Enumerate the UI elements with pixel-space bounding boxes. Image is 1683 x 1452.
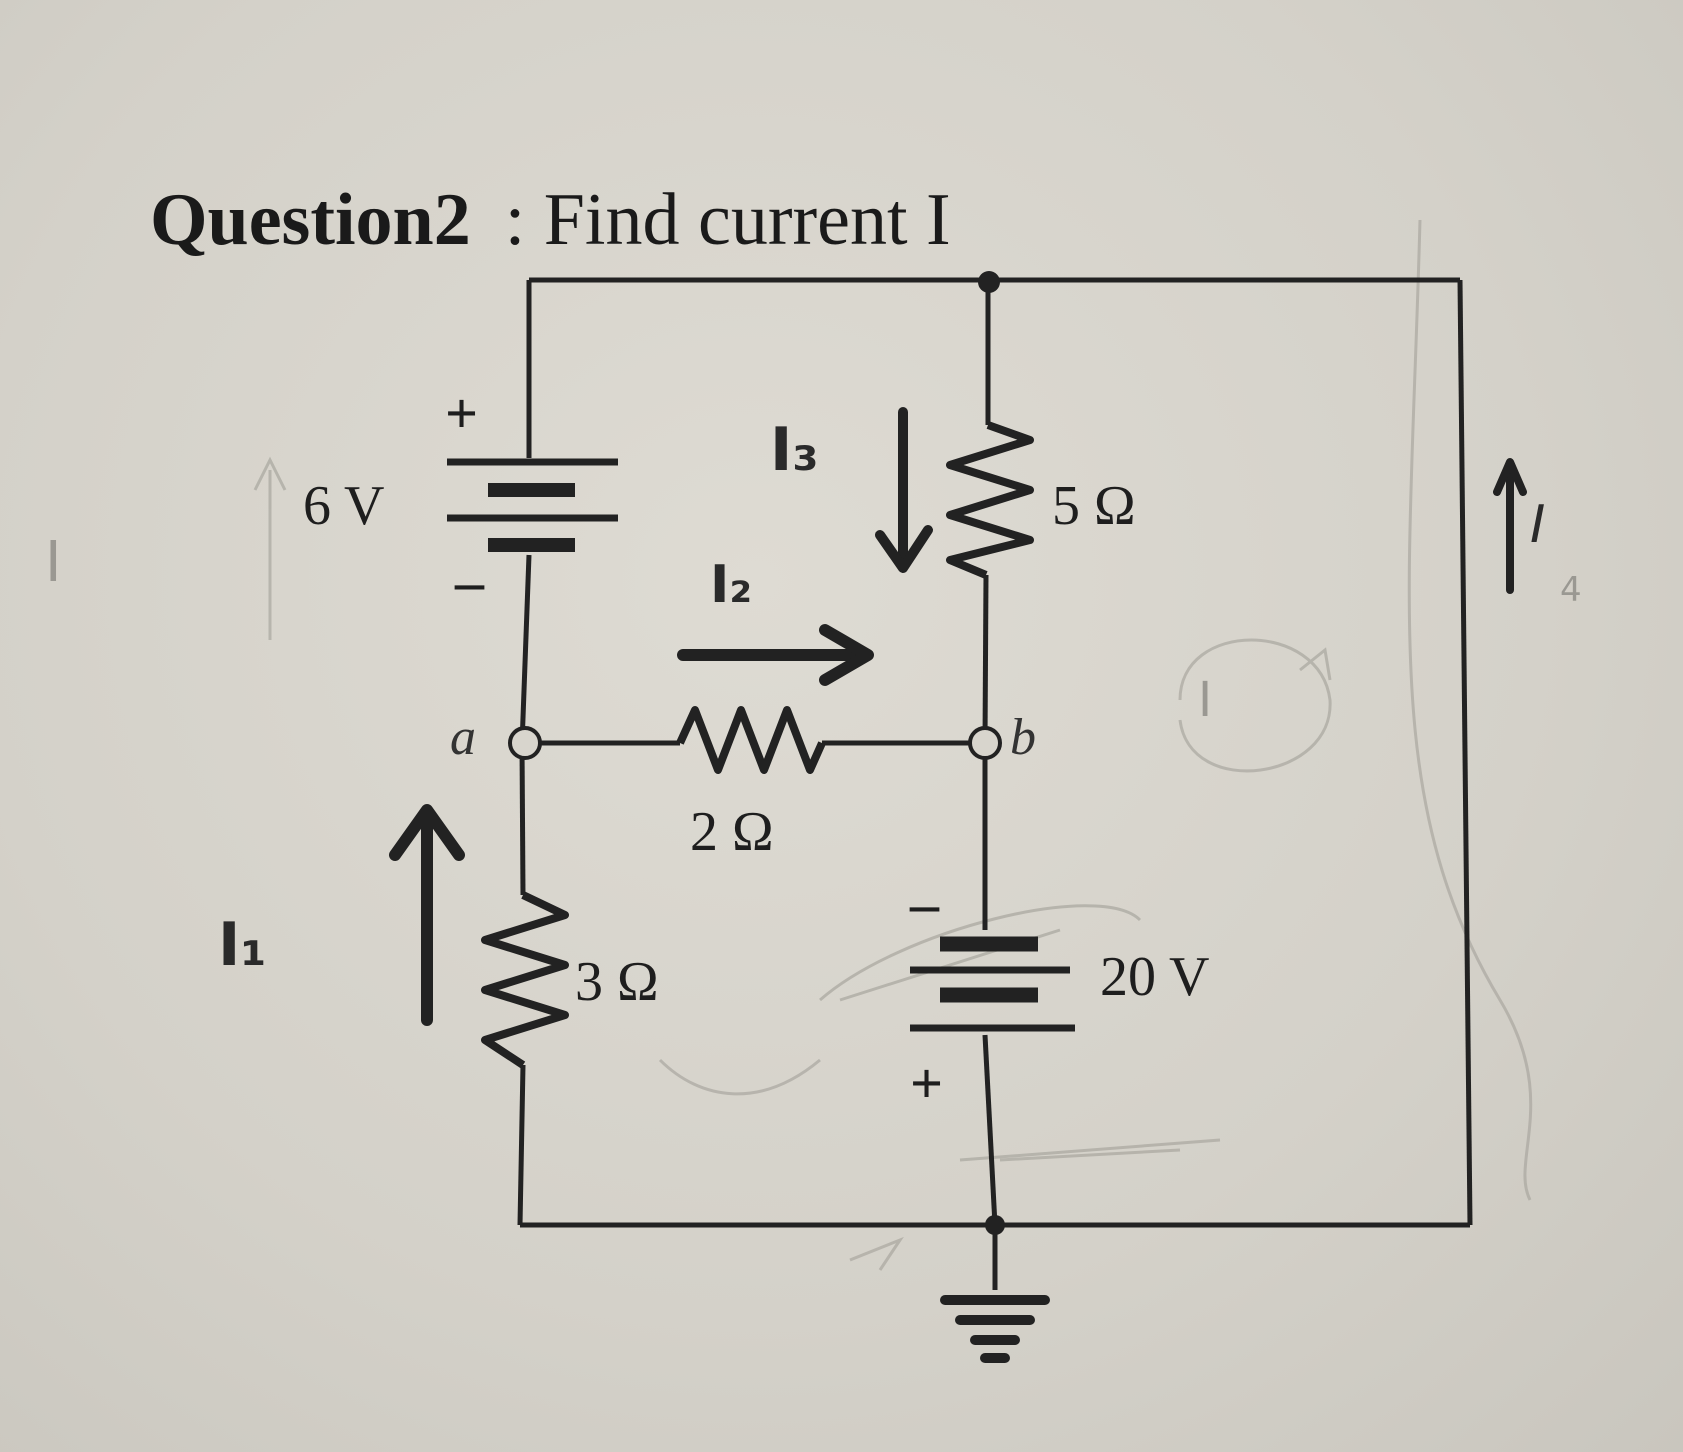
source-20v-label: 20 V: [1100, 946, 1210, 1008]
resistor-2-label: 2 Ω: [690, 801, 774, 863]
right-current-subscript: 4: [1560, 570, 1582, 610]
current-arrows: [389, 407, 1527, 1026]
question-heading: Question2 : Find current I: [150, 178, 951, 263]
node-a-label: a: [450, 709, 476, 766]
resistor-5-label: 5 Ω: [1052, 475, 1136, 537]
node-a-circle: [508, 726, 542, 760]
current-i3-label: I₃: [770, 415, 819, 485]
resistor-5-ohm: [946, 421, 1034, 579]
pencil-i-loop: I: [1198, 672, 1213, 728]
junction-top-dot: [978, 271, 1000, 293]
node-b-circle: [968, 726, 1002, 760]
battery-20v-symbol: [910, 936, 1075, 1032]
current-i1-label: I₁: [218, 910, 267, 980]
resistor-3-ohm: [481, 891, 569, 1069]
source-6v-minus: –: [455, 549, 484, 614]
resistor-2-ohm: [676, 706, 826, 774]
question-text: : Find current I: [504, 179, 951, 261]
pencil-i-left: I: [45, 530, 62, 595]
current-i2-label: I₂: [710, 555, 753, 615]
source-20v-minus: –: [910, 871, 939, 936]
right-current-label: I: [1530, 495, 1546, 555]
battery-6v-symbol: [447, 458, 618, 552]
question-number: Question2: [150, 179, 471, 261]
junction-bottom-dot: [985, 1215, 1005, 1235]
source-20v-plus: +: [910, 1051, 944, 1116]
source-6v-label: 6 V: [303, 475, 385, 537]
node-b-label: b: [1010, 709, 1036, 766]
ground-icon: [940, 1295, 1050, 1363]
pencil-scribbles: [253, 219, 1533, 1271]
resistor-3-label: 3 Ω: [575, 951, 659, 1013]
source-6v-plus: +: [445, 381, 479, 446]
